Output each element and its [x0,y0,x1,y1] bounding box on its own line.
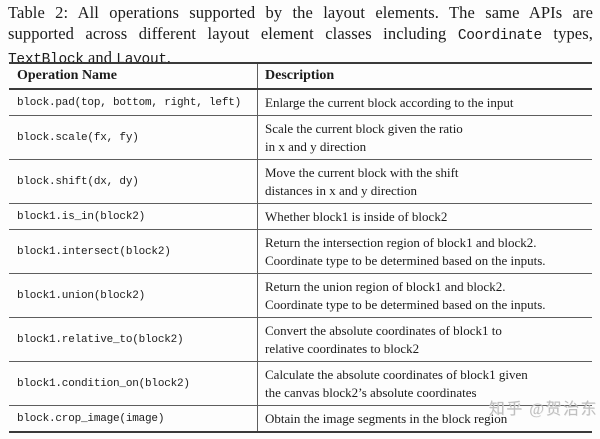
description-line: Scale the current block given the ratio [265,120,463,136]
operation-name: block1.condition_on(block2) [17,377,190,390]
description-cell: Scale the current block given the ratio … [258,116,592,159]
description-line: Enlarge the current block according to t… [265,94,514,110]
description-line: Move the current block with the shift [265,164,459,180]
table-row: block1.union(block2) Return the union re… [9,274,592,318]
operation-name: block1.is_in(block2) [17,210,146,223]
table-header-description: Description [265,68,335,83]
description-line: Obtain the image segments in the block r… [265,410,508,426]
description-line: Coordinate type to be determined based o… [265,252,546,268]
description-line: Return the intersection region of block1… [265,234,537,250]
table-row: block1.condition_on(block2) Calculate th… [9,362,592,406]
description-line: distances in x and y direction [265,182,417,198]
description-cell: Convert the absolute coordinates of bloc… [258,318,592,361]
description-line: Whether block1 is inside of block2 [265,208,448,224]
table-row: block.shift(dx, dy) Move the current blo… [9,160,592,204]
table-row: block1.intersect(block2) Return the inte… [9,230,592,274]
operation-name: block1.relative_to(block2) [17,333,184,346]
table-row: block1.relative_to(block2) Convert the a… [9,318,592,362]
description-cell: Enlarge the current block according to t… [258,90,592,115]
operation-name: block.shift(dx, dy) [17,175,139,188]
description-line: Return the union region of block1 and bl… [265,278,506,294]
caption-text: types, [553,24,593,43]
caption-code-coordinate: Coordinate [457,28,542,44]
table-caption: Table 2: All operations supported by the… [8,2,593,71]
table-row: block.scale(fx, fy) Scale the current bl… [9,116,592,160]
description-cell: Obtain the image segments in the block r… [258,406,592,431]
operation-name: block1.intersect(block2) [17,245,171,258]
caption-text: . [166,48,171,67]
caption-line-2: supported across different layout elemen… [8,23,593,47]
operation-name: block.crop_image(image) [17,412,165,425]
description-cell: Calculate the absolute coordinates of bl… [258,362,592,405]
table-row: block.crop_image(image) Obtain the image… [9,406,592,431]
table-header-row: Operation Name Description [9,64,592,90]
caption-text: Table 2: All operations supported by the… [8,3,593,22]
description-line: Coordinate type to be determined based o… [265,296,546,312]
description-line: Convert the absolute coordinates of bloc… [265,322,502,338]
description-cell: Return the union region of block1 and bl… [258,274,592,317]
operations-table: Operation Name Description block.pad(top… [9,62,592,433]
table-header-operation: Operation Name [9,64,258,88]
description-line: Calculate the absolute coordinates of bl… [265,366,528,382]
operation-name: block.pad(top, bottom, right, left) [17,96,242,109]
operation-name: block.scale(fx, fy) [17,131,139,144]
description-cell: Return the intersection region of block1… [258,230,592,273]
description-cell: Move the current block with the shift di… [258,160,592,203]
description-line: the canvas block2’s absolute coordinates [265,384,477,400]
caption-line-1: Table 2: All operations supported by the… [8,2,593,23]
description-line: in x and y direction [265,138,367,154]
caption-text: supported across different layout elemen… [8,24,447,43]
table-row: block.pad(top, bottom, right, left) Enla… [9,90,592,116]
operation-name: block1.union(block2) [17,289,146,302]
table-row: block1.is_in(block2) Whether block1 is i… [9,204,592,230]
description-cell: Whether block1 is inside of block2 [258,204,592,229]
description-line: relative coordinates to block2 [265,340,420,356]
